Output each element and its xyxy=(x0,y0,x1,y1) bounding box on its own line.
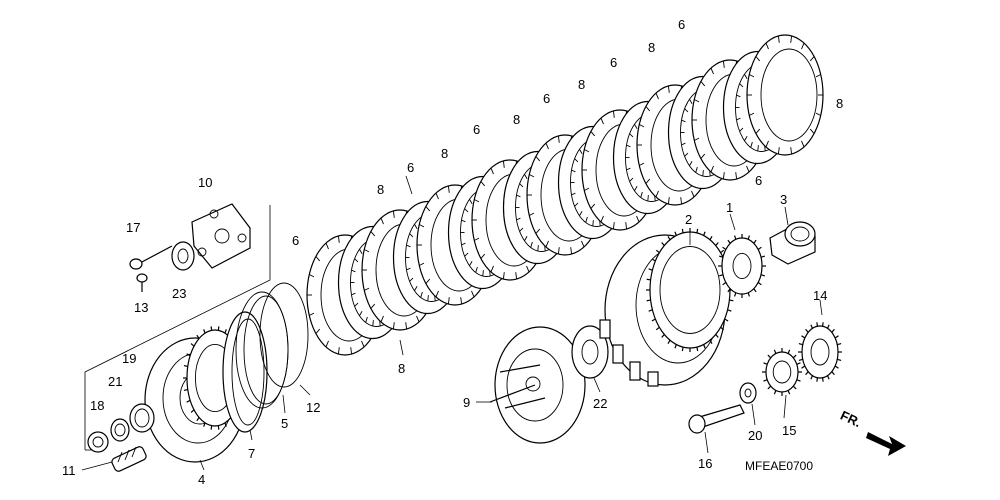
clutch-plate-stack xyxy=(306,34,824,356)
callout-7: 7 xyxy=(248,446,255,461)
callout-8: 6 xyxy=(755,173,762,188)
callout-11: 11 xyxy=(62,463,76,478)
callout-6: 8 xyxy=(836,96,843,111)
callout-10: 10 xyxy=(198,175,212,190)
callout-2: 2 xyxy=(685,212,692,227)
sub-gear-hub xyxy=(762,348,802,396)
callout-8: 8 xyxy=(377,182,384,197)
leader-lines xyxy=(81,175,823,471)
thrust-washer-part xyxy=(571,325,609,379)
callout-1: 1 xyxy=(726,200,733,215)
bolt-13-part xyxy=(136,273,148,292)
callout-22: 22 xyxy=(593,396,607,411)
collar-part xyxy=(769,221,816,265)
washer-21-part xyxy=(110,418,130,442)
bearing-part xyxy=(171,241,195,271)
front-direction-label: FR. xyxy=(838,408,863,430)
callout-8: 6 xyxy=(292,233,299,248)
callout-13: 13 xyxy=(134,300,148,315)
judder-spring-part xyxy=(259,282,309,388)
bolt-11-part xyxy=(111,446,147,472)
callout-3: 3 xyxy=(780,192,787,207)
callout-8: 8 xyxy=(441,146,448,161)
callout-6: 8 xyxy=(398,361,405,376)
callout-9: 9 xyxy=(463,395,470,410)
callout-4: 4 xyxy=(198,472,205,487)
callout-23: 23 xyxy=(172,286,186,301)
oil-pump-sprocket xyxy=(718,234,766,298)
callout-15: 15 xyxy=(782,423,796,438)
callout-6: 6 xyxy=(678,17,685,32)
callout-6: 6 xyxy=(473,122,480,137)
callout-labels: 6 8 6 8 6 8 6 8 6 8 6 8 6 8 1 2 3 4 5 7 … xyxy=(62,17,843,487)
callout-21: 21 xyxy=(108,374,122,389)
washer-19-part xyxy=(129,403,155,433)
clutch-center-part xyxy=(489,326,586,444)
callout-19: 19 xyxy=(122,351,136,366)
callout-6: 6 xyxy=(407,160,414,175)
front-direction-arrow: FR. xyxy=(838,408,906,456)
lifter-plate-part xyxy=(191,203,251,269)
clutch-outer-gear xyxy=(646,228,734,352)
callout-8: 8 xyxy=(648,40,655,55)
callout-17: 17 xyxy=(126,220,140,235)
washer-20-part xyxy=(739,382,757,404)
callout-20: 20 xyxy=(748,428,762,443)
friction-disc xyxy=(746,34,824,156)
bolt-16-part xyxy=(688,404,745,434)
primary-drive-gear xyxy=(798,322,842,382)
nut-18-part xyxy=(87,431,109,453)
callout-6: 6 xyxy=(610,55,617,70)
callout-18: 18 xyxy=(90,398,104,413)
callout-8: 8 xyxy=(513,112,520,127)
diagram-code: MFEAE0700 xyxy=(745,459,813,473)
spring-seat-part xyxy=(235,291,289,409)
callout-16: 16 xyxy=(698,456,712,471)
callout-12: 12 xyxy=(306,400,320,415)
callout-5: 5 xyxy=(281,416,288,431)
callout-14: 14 xyxy=(813,288,827,303)
bolt-17-part xyxy=(129,245,173,270)
callout-6: 6 xyxy=(543,91,550,106)
callout-8: 8 xyxy=(578,77,585,92)
